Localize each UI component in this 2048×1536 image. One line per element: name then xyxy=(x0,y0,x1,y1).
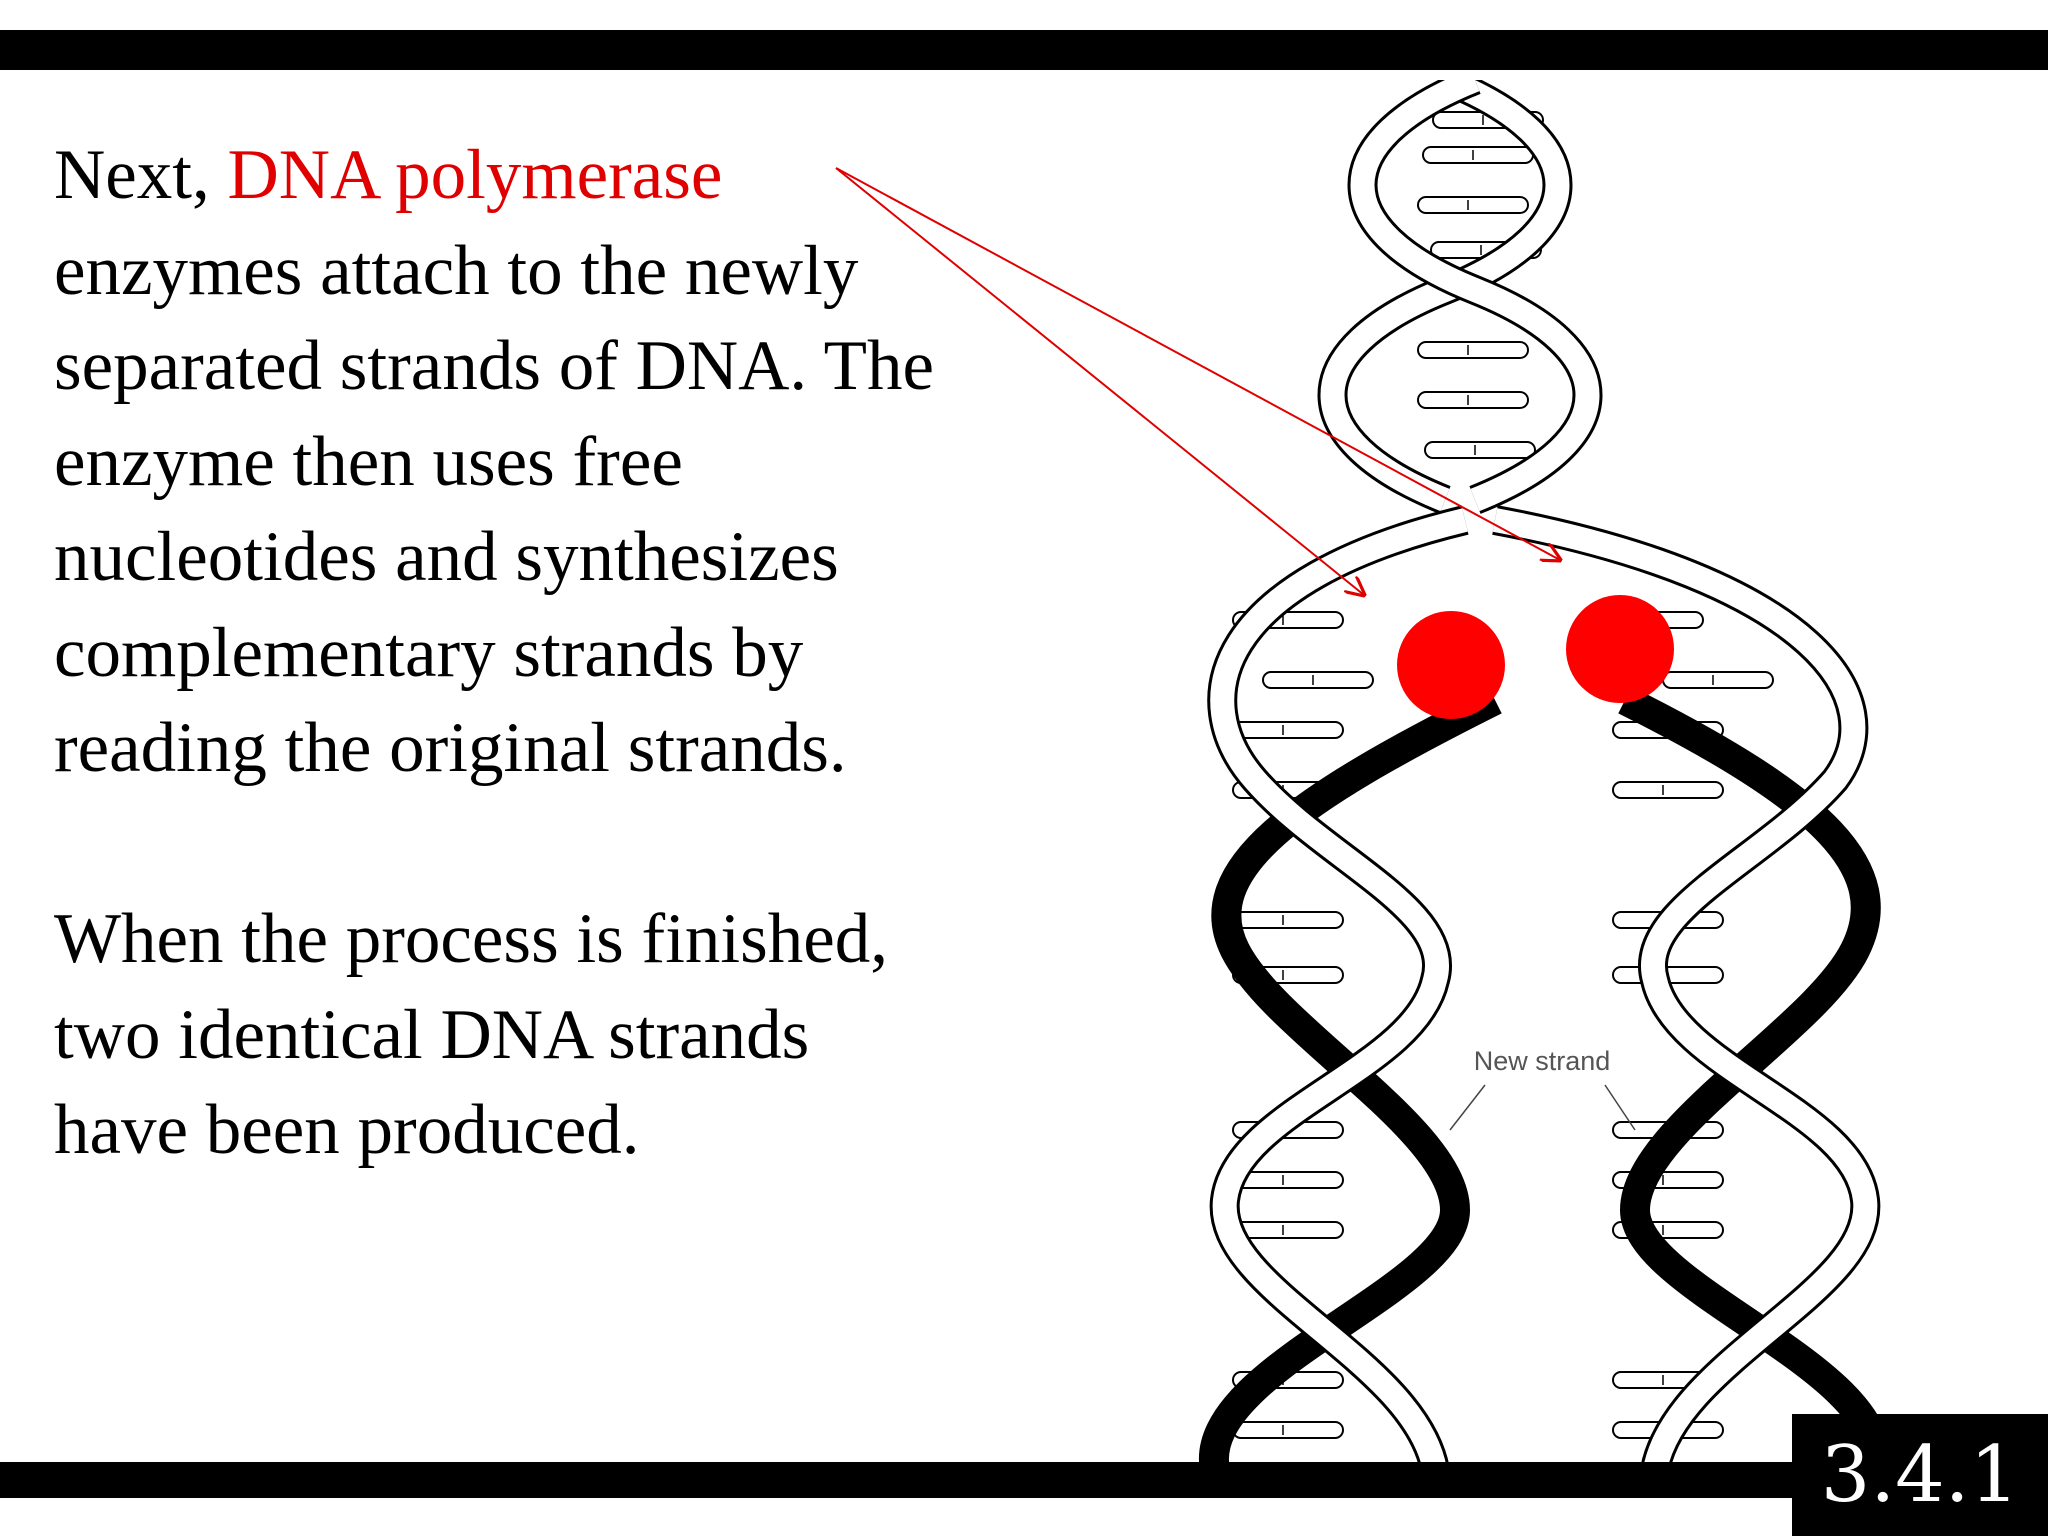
right-daughter-helix xyxy=(1492,505,1892,1470)
new-strand-pointer-right xyxy=(1604,1084,1636,1131)
dna-polymerase-term: DNA polymerase xyxy=(227,136,723,214)
new-strand-label: New strand xyxy=(1474,1046,1611,1076)
slide-text: Next, DNA polymerase enzymes attach to t… xyxy=(54,128,954,1179)
slide-number: 3.4.1 xyxy=(1792,1414,2048,1536)
parent-helix xyxy=(1317,80,1603,514)
new-strand-pointer-left xyxy=(1449,1084,1486,1131)
left-daughter-helix xyxy=(1198,505,1502,1470)
top-bar xyxy=(0,30,2048,70)
arrow-to-right-enzyme xyxy=(835,167,1560,560)
arrow-to-left-enzyme xyxy=(835,167,1364,595)
polymerase-marker-left xyxy=(1397,611,1505,719)
dna-replication-figure: New strand xyxy=(1198,80,1892,1470)
para1-prefix: Next, xyxy=(54,136,228,214)
bottom-bar xyxy=(0,1462,2048,1498)
paragraph-result: When the process is finished, two identi… xyxy=(54,900,889,1169)
polymerase-marker-right xyxy=(1566,595,1674,703)
para1-rest: enzymes attach to the newly separated st… xyxy=(54,231,935,788)
paragraph-polymerase: Next, DNA polymerase enzymes attach to t… xyxy=(54,128,954,797)
